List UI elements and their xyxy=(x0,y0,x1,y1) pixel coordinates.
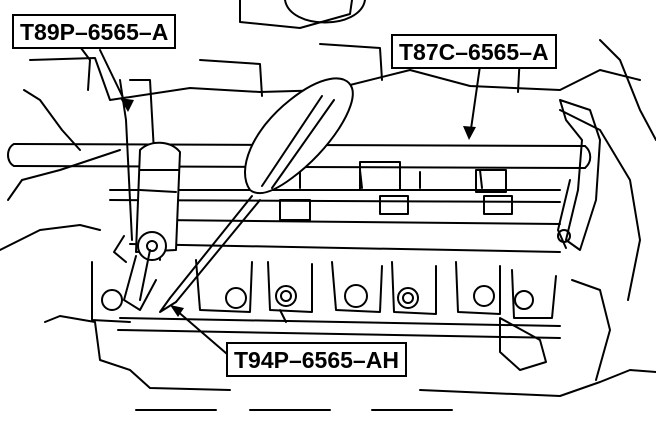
callout-label-compressor: T89P–6565–A xyxy=(12,14,177,49)
valve-cover-edges xyxy=(109,161,561,253)
cylinder-head-outline xyxy=(0,0,656,397)
leader-arrowheads xyxy=(120,98,476,317)
screwdriver xyxy=(159,77,354,313)
valve-spring-row xyxy=(91,259,611,381)
bar-end-bracket xyxy=(557,99,601,251)
callout-label-holding-bar: T87C–6565–A xyxy=(391,34,557,69)
lower-flange xyxy=(117,309,561,339)
callout-label-adapter: T94P–6565–AH xyxy=(226,342,407,377)
valve-spring-compressor xyxy=(113,79,181,311)
callout-leaders xyxy=(99,49,481,361)
